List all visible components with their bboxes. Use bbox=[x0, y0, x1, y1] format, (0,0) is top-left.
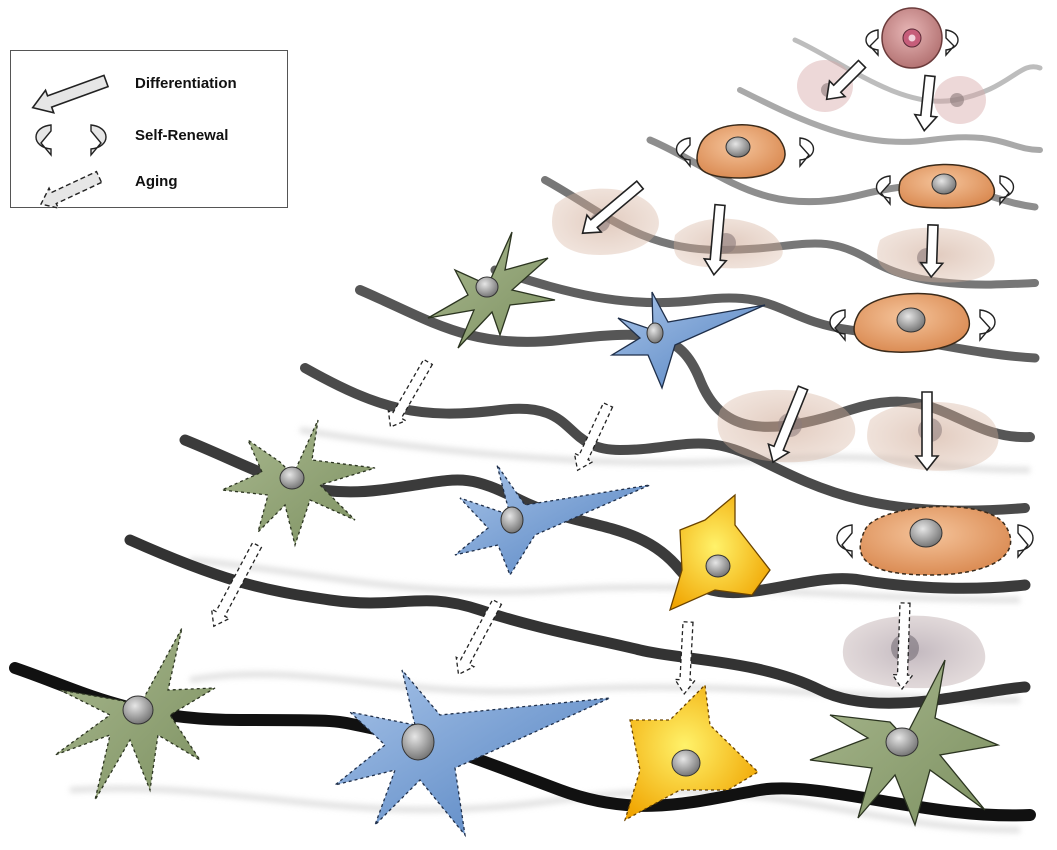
blue-cell bbox=[612, 292, 765, 388]
legend-self-renewal-label: Self-Renewal bbox=[135, 127, 228, 144]
legend-differentiation-label: Differentiation bbox=[135, 75, 237, 92]
aging-arrow-icon bbox=[36, 167, 103, 209]
fiber-2 bbox=[740, 90, 1040, 150]
progenitor-cell bbox=[697, 125, 785, 178]
differentiation-arrow-icon bbox=[29, 70, 111, 119]
progenitor-cell bbox=[854, 294, 969, 353]
progenitor-cell-aged bbox=[860, 506, 1010, 575]
stem-cell bbox=[882, 8, 942, 68]
progenitor-cell bbox=[899, 164, 994, 208]
legend: Differentiation Self-Renewal Aging bbox=[10, 50, 288, 208]
legend-aging-label: Aging bbox=[135, 173, 178, 190]
self-renewal-arrows-icon bbox=[36, 125, 106, 155]
